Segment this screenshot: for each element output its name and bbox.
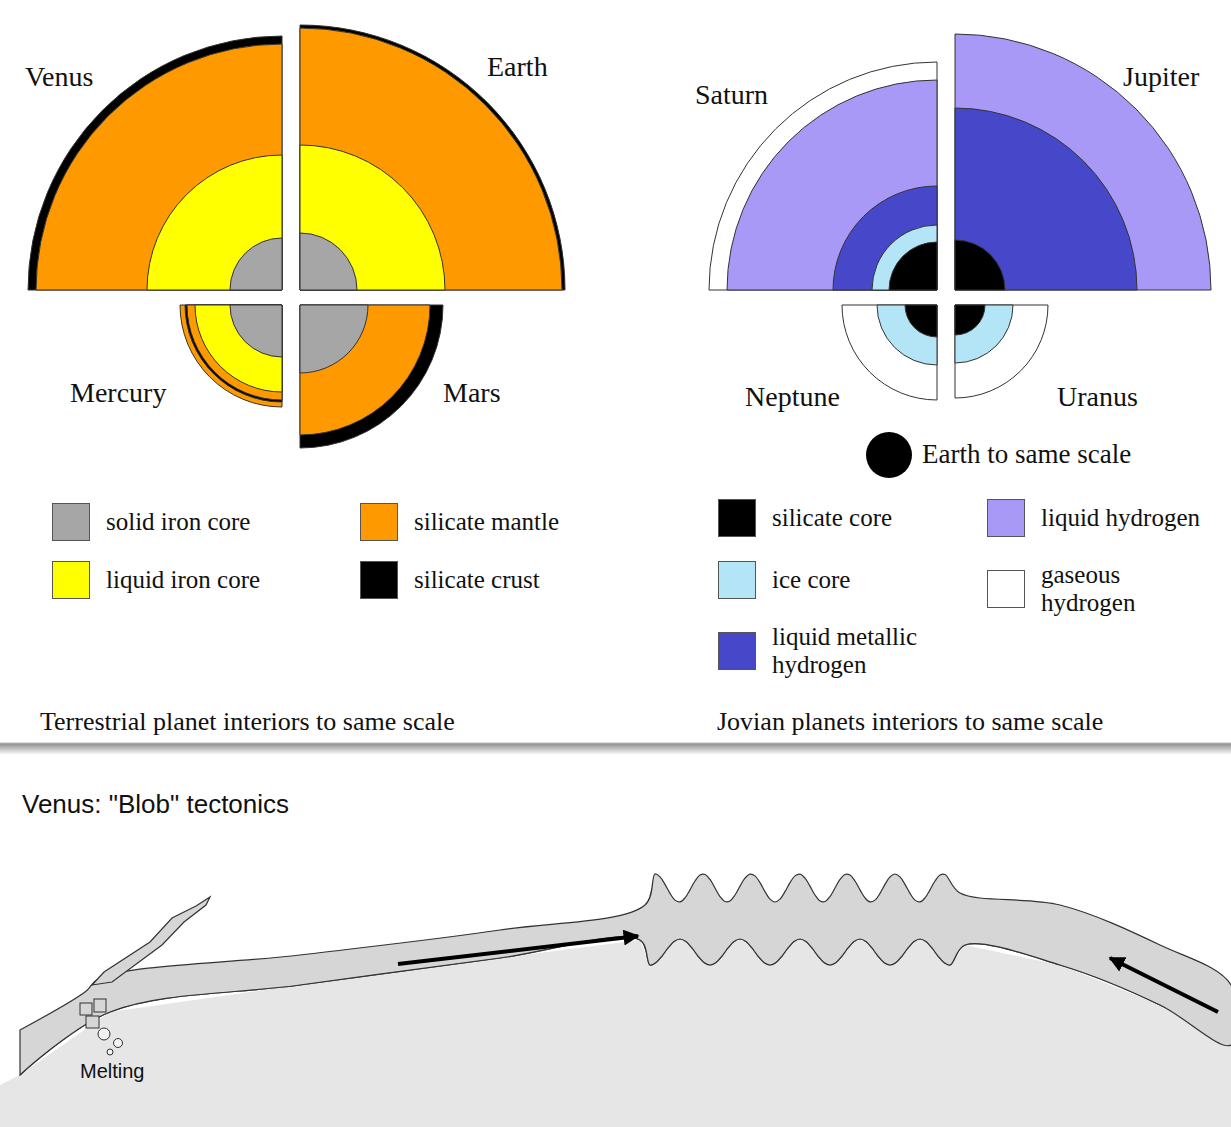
planet-layer	[230, 238, 282, 290]
legend-swatch	[52, 561, 90, 599]
legend-text: silicate mantle	[414, 508, 559, 536]
planet-layer	[300, 305, 368, 373]
planet-layer	[230, 305, 282, 357]
crust-flake	[92, 897, 210, 985]
planet-name: Saturn	[695, 80, 768, 111]
legend-text: liquid iron core	[106, 566, 260, 594]
planet-layer	[889, 242, 937, 290]
legend-swatch	[718, 561, 756, 599]
legend-item: Earth to same scale	[866, 432, 1131, 478]
legend-text: ice core	[772, 566, 850, 594]
panel-caption: Terrestrial planet interiors to same sca…	[40, 708, 455, 737]
melt-blob	[114, 1039, 123, 1048]
legend-text: solid iron core	[106, 508, 250, 536]
legend-swatch	[360, 503, 398, 541]
legend-swatch	[718, 499, 756, 537]
planet-layer	[147, 155, 282, 290]
planet-layer	[187, 305, 282, 400]
legend-item: silicate mantle	[360, 503, 559, 541]
planet-quadrant	[842, 305, 937, 400]
planet-quadrant	[955, 305, 1048, 398]
planet-layer	[955, 108, 1137, 290]
planet-sections	[28, 25, 1211, 448]
legend-item: gaseous hydrogen	[987, 561, 1151, 616]
tectonics-illustration	[0, 874, 1231, 1127]
planet-quadrant	[300, 305, 443, 448]
legend-swatch	[987, 570, 1025, 608]
lithosphere-plate	[20, 874, 1231, 1075]
planet-name: Mercury	[70, 378, 166, 409]
melt-blob	[107, 1049, 113, 1055]
planet-layer	[300, 233, 357, 290]
legend-text: Earth to same scale	[922, 440, 1131, 470]
melt-blob	[98, 1028, 110, 1040]
planet-layer	[872, 225, 937, 290]
planet-name: Venus	[25, 62, 93, 93]
planet-quadrant	[955, 34, 1211, 290]
motion-arrow	[398, 936, 638, 964]
planet-layer	[955, 305, 1048, 398]
legend-text: liquid hydrogen	[1041, 504, 1200, 532]
planet-name: Jupiter	[1123, 62, 1199, 93]
legend-item: liquid iron core	[52, 561, 260, 599]
legend-text: liquid metallic hydrogen	[772, 623, 947, 678]
planet-name: Earth	[487, 52, 548, 83]
planet-layer	[300, 145, 445, 290]
planet-layer	[300, 305, 443, 448]
legend-item: liquid metallic hydrogen	[718, 623, 947, 678]
legend-swatch	[718, 632, 756, 670]
process-label: Melting	[80, 1060, 144, 1082]
planet-layer	[195, 305, 282, 392]
panel-edge	[0, 743, 1231, 744]
planet-layer	[842, 305, 937, 400]
legend-text: silicate core	[772, 504, 892, 532]
planet-layer	[300, 28, 562, 290]
legend-item: liquid hydrogen	[987, 499, 1200, 537]
legend-swatch	[987, 499, 1025, 537]
legend-item: silicate crust	[360, 561, 540, 599]
planet-layer	[955, 240, 1005, 290]
earth-scale-circle	[866, 432, 912, 478]
legend-text: silicate crust	[414, 566, 540, 594]
planet-layer	[955, 305, 1013, 363]
panel-caption: Jovian planets interiors to same scale	[717, 708, 1103, 737]
legend-swatch	[52, 503, 90, 541]
planet-name: Uranus	[1057, 382, 1138, 413]
planet-layer	[905, 305, 937, 337]
crust-block	[94, 999, 106, 1012]
planet-layer	[180, 305, 282, 407]
planet-name: Neptune	[745, 382, 840, 413]
crust-block	[80, 1003, 92, 1015]
panel-shadow	[0, 743, 1231, 755]
legend-item: solid iron core	[52, 503, 250, 541]
planet-layer	[300, 305, 430, 435]
motion-arrow	[1110, 958, 1218, 1012]
planet-layer	[955, 305, 985, 335]
legend-swatch	[360, 561, 398, 599]
planet-layer	[955, 34, 1211, 290]
planet-layer	[185, 305, 282, 402]
legend-item: ice core	[718, 561, 850, 599]
planet-name: Mars	[443, 378, 501, 409]
crust-block	[86, 1016, 99, 1028]
section-heading: Venus: "Blob" tectonics	[22, 790, 289, 819]
planet-layer	[833, 186, 937, 290]
planet-layer	[877, 305, 937, 365]
planet-quadrant	[300, 25, 565, 290]
planet-layer	[300, 25, 565, 290]
planet-layer	[727, 80, 937, 290]
planet-quadrant	[180, 305, 282, 407]
legend-text: gaseous hydrogen	[1041, 561, 1151, 616]
legend-item: silicate core	[718, 499, 892, 537]
